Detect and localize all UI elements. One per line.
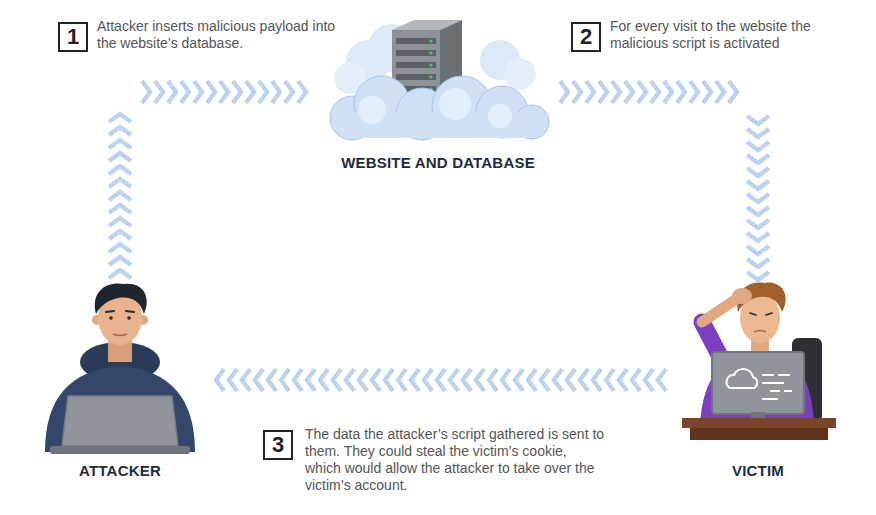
node-label-group: WEBSITE AND DATABASE [318,154,558,172]
server-cloud [330,20,549,140]
chevron-arrow [109,81,306,278]
scene-node: WEBSITE AND DATABASE [318,10,558,172]
line-wrap: WEBSITE AND DATABASE [318,154,558,172]
node-label: ATTACKER [79,462,161,479]
chevron-arrow [216,369,666,391]
node-label-group: VICTIM [668,462,848,480]
line-wrap: VICTIM [668,462,848,480]
victim-figure [682,282,836,440]
step-note: The data the attacker’s script gathered … [305,426,605,494]
step-note: For every visit to the website the malic… [610,18,832,52]
callout-number: 3 [263,430,293,460]
callout-number: 2 [571,22,601,52]
step-note: Attacker inserts malicious payload into … [97,18,342,52]
attacker-figure [45,283,195,454]
node-label: WEBSITE AND DATABASE [341,154,535,171]
line-wrap: ATTACKER [30,462,210,480]
chevron-arrow [560,81,769,280]
callout-number: 1 [58,22,88,52]
node-label: VICTIM [732,462,784,479]
node-label-group: ATTACKER [30,462,210,480]
scene-node: ATTACKER [30,280,210,480]
scene-node: VICTIM [668,280,848,480]
